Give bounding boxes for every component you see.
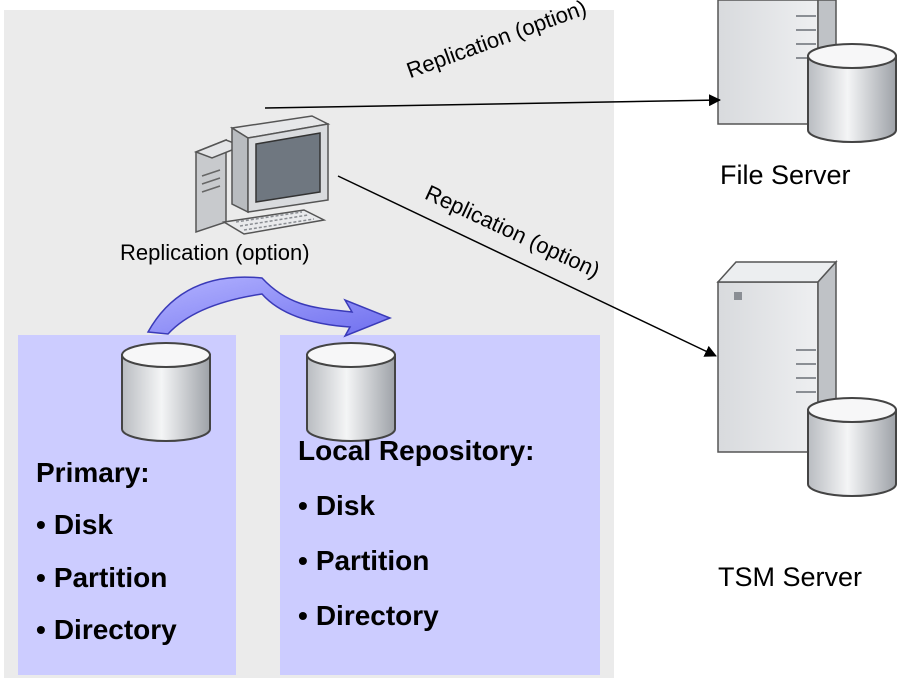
tsm-server-icon: [716, 260, 897, 497]
file-server-icon: [717, 0, 897, 143]
bullet-glyph: •: [36, 562, 46, 593]
desktop-computer-icon: [193, 115, 331, 235]
primary-title: Primary:: [36, 457, 150, 488]
tsm-server-label: TSM Server: [718, 562, 863, 592]
client-label: Replication (option): [120, 240, 310, 265]
replication-line-to-file-server: [264, 94, 721, 109]
bullet-glyph: •: [298, 490, 308, 521]
local-replication-arrow: [146, 276, 393, 338]
primary-item: •Disk: [36, 509, 113, 540]
primary-item: •Directory: [36, 614, 177, 645]
replication-line-to-tsm-server: [337, 175, 717, 357]
bullet-glyph: •: [36, 509, 46, 540]
bullet-glyph: •: [36, 614, 46, 645]
repository-item: •Directory: [298, 600, 439, 631]
repository-item: •Disk: [298, 490, 375, 521]
file-server-label: File Server: [720, 160, 851, 190]
repository-item: •Partition: [298, 545, 430, 576]
bullet-glyph: •: [298, 600, 308, 631]
primary-database-icon: [121, 342, 211, 442]
repository-title: Local Repository:: [298, 435, 535, 466]
primary-item: •Partition: [36, 562, 168, 593]
repository-database-icon: [306, 342, 396, 442]
bullet-glyph: •: [298, 545, 308, 576]
